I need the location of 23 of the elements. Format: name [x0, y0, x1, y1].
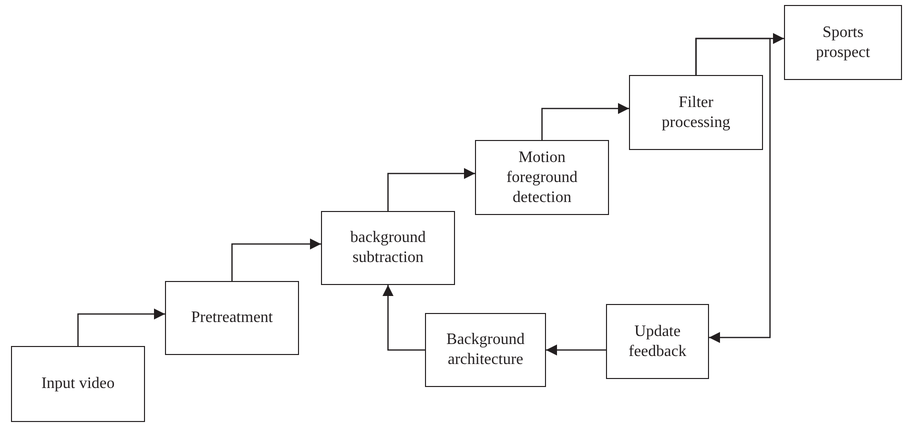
process-box	[321, 211, 455, 285]
box-label: background subtraction	[349, 228, 427, 268]
box-label: Filter processing	[660, 92, 732, 132]
box-label: Pretreatment	[191, 308, 273, 328]
box-label: Motion foreground detection	[505, 148, 579, 208]
arrow	[546, 344, 606, 356]
process-box	[11, 346, 145, 422]
box-label: Background architecture	[445, 330, 526, 370]
box-label: Update feedback	[628, 322, 688, 362]
arrow	[541, 103, 629, 140]
arrow	[695, 38, 771, 343]
arrow	[387, 168, 475, 211]
process-box	[606, 304, 709, 379]
process-box	[165, 281, 299, 355]
box-label: Sports prospect	[814, 22, 872, 62]
process-box	[425, 313, 546, 387]
process-box	[784, 5, 902, 80]
box-label: Input video	[41, 374, 115, 394]
process-box	[475, 140, 609, 215]
arrow	[231, 238, 321, 281]
arrow	[77, 308, 165, 346]
arrow	[382, 285, 425, 351]
process-box	[629, 75, 763, 150]
